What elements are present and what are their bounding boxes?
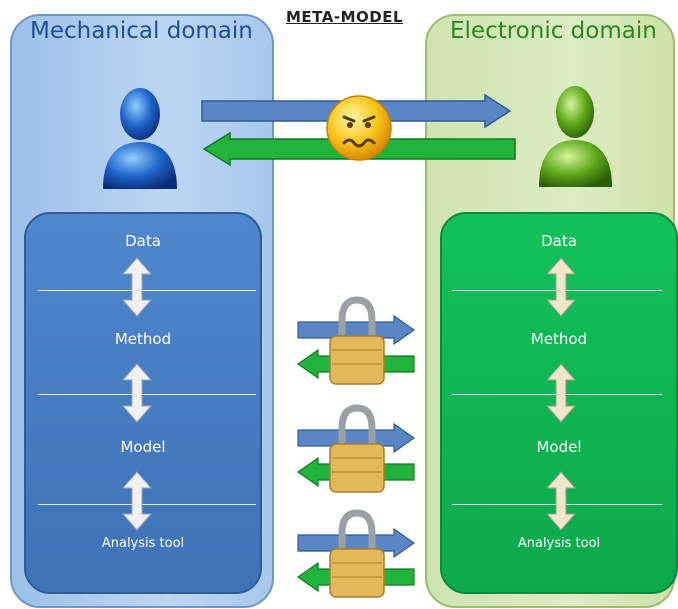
level-separator: [38, 504, 256, 505]
padlock-exchange-1: [296, 296, 416, 385]
padlock-exchange-3: [296, 509, 416, 598]
confused-smiley-icon: [326, 95, 392, 161]
mechanical-domain-label: Mechanical domain: [30, 18, 253, 44]
double-arrow-icon: [545, 257, 577, 317]
padlock-exchange-2: [296, 404, 416, 493]
double-arrow-icon: [545, 471, 577, 531]
mechanical-level-method: Method: [114, 330, 172, 348]
user-icon-blue: [103, 88, 177, 189]
electronic-level-analysis-tool: Analysis tool: [517, 536, 601, 551]
double-arrow-icon: [121, 471, 153, 531]
double-arrow-icon: [545, 363, 577, 423]
user-icon-green: [539, 86, 612, 187]
level-separator: [38, 394, 256, 395]
mechanical-levels-box: [24, 212, 262, 594]
padlock-icon: [329, 548, 385, 598]
padlock-icon: [329, 335, 385, 385]
electronic-domain-label: Electronic domain: [450, 18, 657, 44]
electronic-level-data: Data: [541, 232, 577, 250]
level-separator: [38, 290, 256, 291]
meta-model-title: META-MODEL: [286, 8, 404, 26]
double-arrow-icon: [121, 363, 153, 423]
electronic-level-model: Model: [536, 438, 582, 456]
mechanical-level-data: Data: [125, 232, 161, 250]
mechanical-level-analysis-tool: Analysis tool: [101, 536, 185, 551]
electronic-level-method: Method: [530, 330, 588, 348]
padlock-icon: [329, 443, 385, 493]
mechanical-level-model: Model: [120, 438, 166, 456]
double-arrow-icon: [121, 257, 153, 317]
